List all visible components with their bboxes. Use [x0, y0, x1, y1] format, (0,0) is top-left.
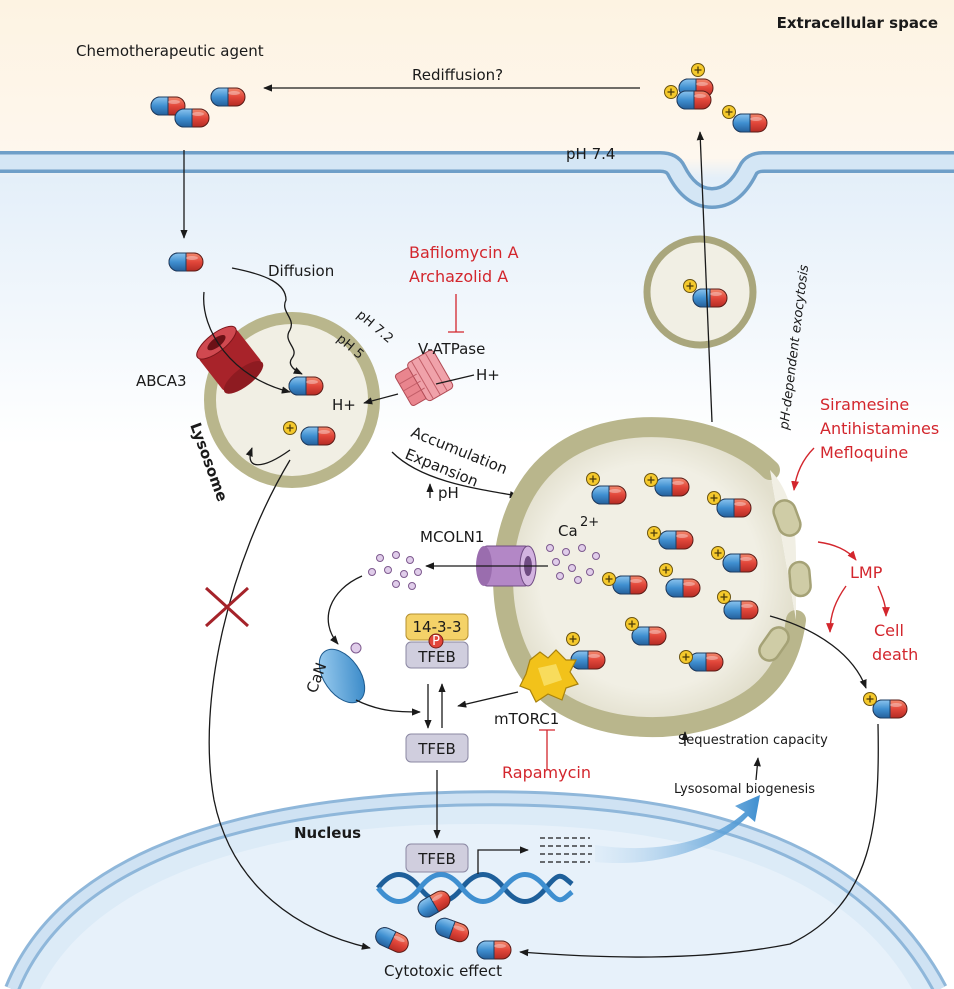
mcoln1-label: MCOLN1 — [420, 528, 484, 546]
ca-sup-label: 2+ — [580, 515, 599, 530]
biogenesis-label: Lysosomal biogenesis — [674, 782, 815, 797]
capsule-lysosome-1 — [288, 376, 324, 396]
abca3-transporter — [196, 325, 264, 394]
diffusion-arrow — [231, 267, 303, 375]
tfeb-top-label: TFEB — [417, 648, 456, 666]
ph-outside-label: pH 7.4 — [566, 145, 615, 163]
calcium-to-can-arrow — [327, 575, 363, 645]
cell-label: Cell — [874, 621, 904, 640]
vatpase-label: V-ATPase — [418, 340, 485, 358]
released-charge — [862, 691, 878, 707]
mtorc1-to-tfeb-arrow — [457, 691, 519, 708]
released-capsule — [872, 699, 908, 719]
dna-helix — [376, 872, 574, 904]
rediffusion-label: Rediffusion? — [412, 66, 503, 84]
lmp-inducer-arrow — [791, 447, 815, 491]
abca3-arrow — [203, 291, 291, 394]
calcineurin — [318, 648, 366, 704]
v-atpase-pump — [394, 349, 454, 406]
cytotoxic-arrow-left — [208, 459, 371, 950]
calcium-ions-cytosol — [368, 551, 422, 590]
blocked-cross — [204, 586, 250, 628]
tfeb-nuclear-box — [405, 843, 469, 873]
plasma-membrane — [0, 151, 954, 210]
siramesine-label: Siramesine — [820, 395, 909, 414]
capsule-lysosome-2 — [300, 426, 336, 446]
recycle-arrow — [245, 447, 291, 466]
rapamycin-inhibition — [539, 729, 555, 770]
tfeb-mid-label: TFEB — [417, 740, 456, 758]
rapamycin-label: Rapamycin — [502, 763, 591, 782]
mtorc1-complex — [519, 649, 579, 703]
nucleus-label: Nucleus — [294, 824, 361, 842]
mtorc1-label: mTORC1 — [494, 710, 559, 728]
exocytosis-arrow — [696, 131, 713, 423]
ph-up-label: pH — [438, 484, 459, 502]
diffusion-label: Diffusion — [268, 262, 334, 280]
ca-label: Ca — [558, 522, 578, 540]
drug-capsule-cytosol — [168, 252, 204, 272]
hplus-out-label: H+ — [476, 366, 500, 384]
can-to-tfeb-arrow — [355, 699, 421, 716]
nuclear-envelope — [4, 790, 948, 989]
protein-1433-label: 14-3-3 — [413, 618, 462, 636]
mefloquine-label: Mefloquine — [820, 443, 908, 462]
extracellular-label: Extracellular space — [777, 14, 938, 32]
transcription-arrow — [477, 846, 529, 874]
exocytosis-vesicle — [643, 235, 757, 349]
tfeb-1433-complex — [405, 613, 469, 669]
abca3-label: ABCA3 — [136, 372, 187, 390]
release-arrow — [769, 615, 867, 689]
death-label: death — [872, 645, 918, 664]
tfeb-nuc-label: TFEB — [417, 850, 456, 868]
lmp-arrow — [817, 541, 857, 561]
proton-line-out — [435, 374, 475, 385]
can-calcium — [350, 642, 362, 654]
tfeb-free-box — [405, 733, 469, 763]
hplus-in-label: H+ — [332, 396, 356, 414]
bafilomycin-label: Bafilomycin A — [409, 243, 519, 262]
biogenesis-arrow — [595, 795, 760, 864]
cell-death-arrow — [877, 585, 890, 617]
vatpase-inhibition — [448, 294, 464, 333]
archazolid-label: Archazolid A — [409, 267, 508, 286]
proton-arrow-in — [363, 393, 399, 405]
charge-lysosome — [282, 420, 298, 436]
antihistamines-label: Antihistamines — [820, 419, 939, 438]
chemo-label: Chemotherapeutic agent — [76, 42, 264, 60]
phospho-label: P — [432, 634, 440, 649]
lmp-label: LMP — [850, 563, 883, 582]
lmp-feedback-arrow — [826, 585, 847, 633]
calcium-ions-lysosome — [546, 544, 600, 584]
transcript-lines — [540, 837, 592, 863]
sequestration-label: Sequestration capacity — [678, 733, 828, 748]
cytotoxic-label: Cytotoxic effect — [384, 962, 502, 980]
cytotoxic-arrow-right — [519, 723, 879, 958]
biogenesis-to-sequestration-arrow — [753, 757, 761, 781]
accumulation-arrow — [391, 451, 519, 499]
